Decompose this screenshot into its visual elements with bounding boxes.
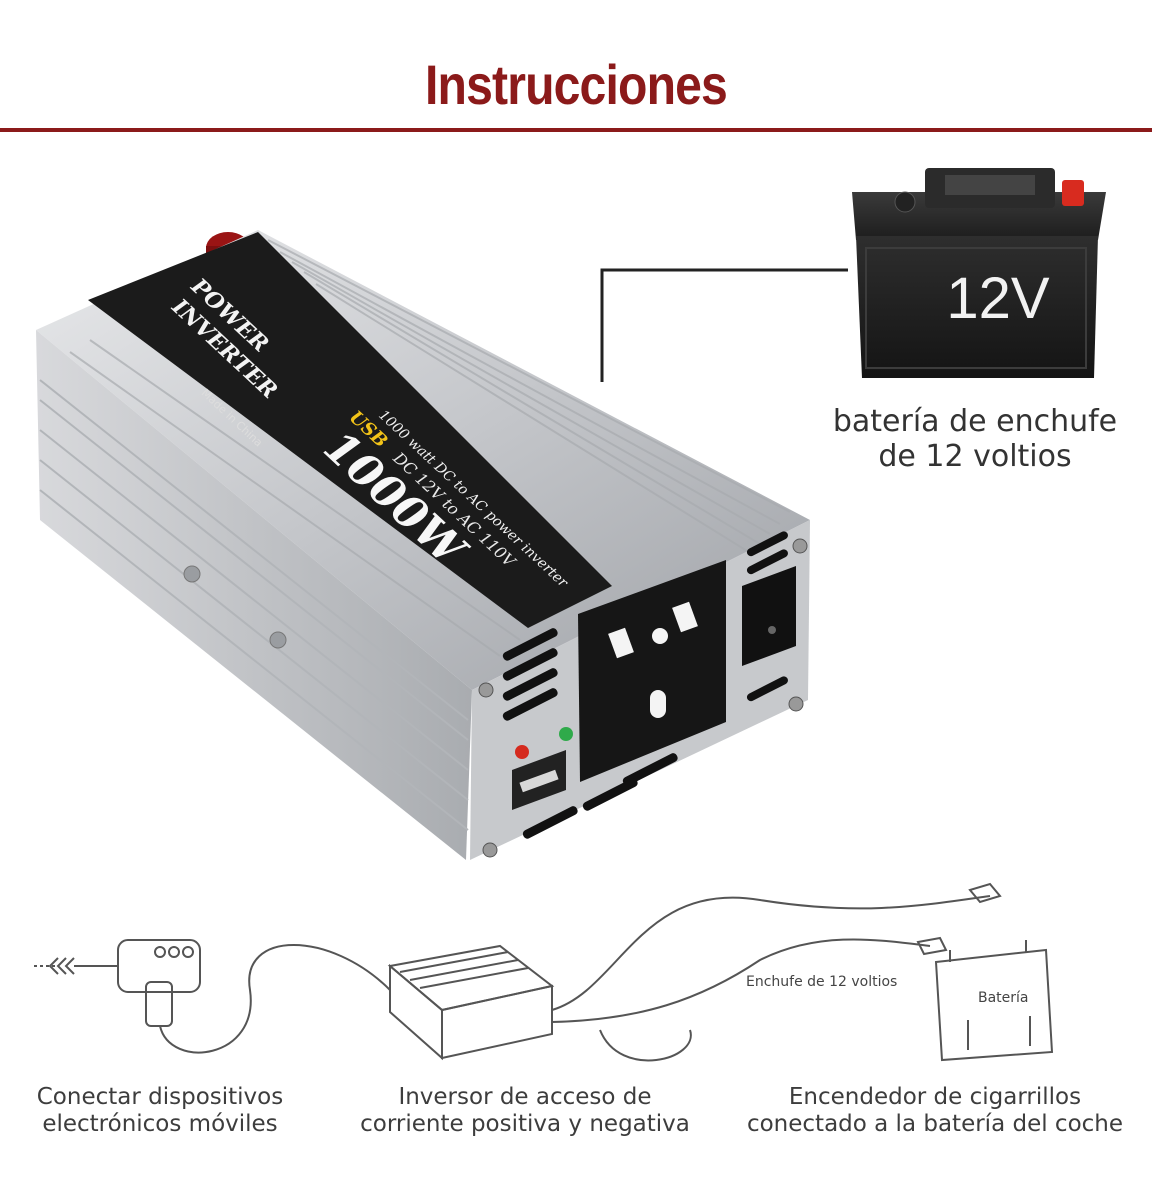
inverter-caption-line2: corriente positiva y negativa (360, 1111, 690, 1138)
battery-caption-line2: de 12 voltios (878, 439, 1072, 475)
page-title: Instrucciones (425, 53, 728, 116)
devices-caption: Conectar dispositivos electrónicos móvil… (10, 1084, 310, 1138)
lighter-caption: Encendedor de cigarrillos conectado a la… (730, 1084, 1140, 1138)
device-drill-icon (34, 939, 201, 1027)
devices-caption-line1: Conectar dispositivos (36, 1084, 284, 1110)
title-divider (0, 128, 1152, 132)
inverter-caption: Inversor de acceso de corriente positiva… (340, 1084, 710, 1138)
plug-label: Enchufe de 12 voltios (746, 974, 898, 990)
power-inverter-image: POWER INVERTER Made in China 1000 watt D… (36, 230, 810, 860)
wiring-diagram (34, 882, 1054, 1062)
inverter-caption-line1: Inversor de acceso de (398, 1084, 652, 1110)
battery-caption-line1: batería de enchufe (832, 404, 1118, 439)
lighter-caption-line1: Encendedor de cigarrillos (788, 1084, 1082, 1110)
diagram-battery-icon (934, 940, 1054, 1062)
battery-voltage-label: 12V (946, 266, 1050, 331)
car-battery-image: 12V (852, 168, 1106, 378)
diagram-battery-label: Batería (978, 990, 1029, 1006)
devices-caption-line2: electrónicos móviles (42, 1111, 278, 1138)
connector-line (600, 268, 848, 382)
battery-caption: batería de enchufe de 12 voltios (800, 404, 1150, 475)
lighter-caption-line2: conectado a la batería del coche (746, 1111, 1124, 1138)
diagram-inverter-icon (387, 944, 555, 1061)
